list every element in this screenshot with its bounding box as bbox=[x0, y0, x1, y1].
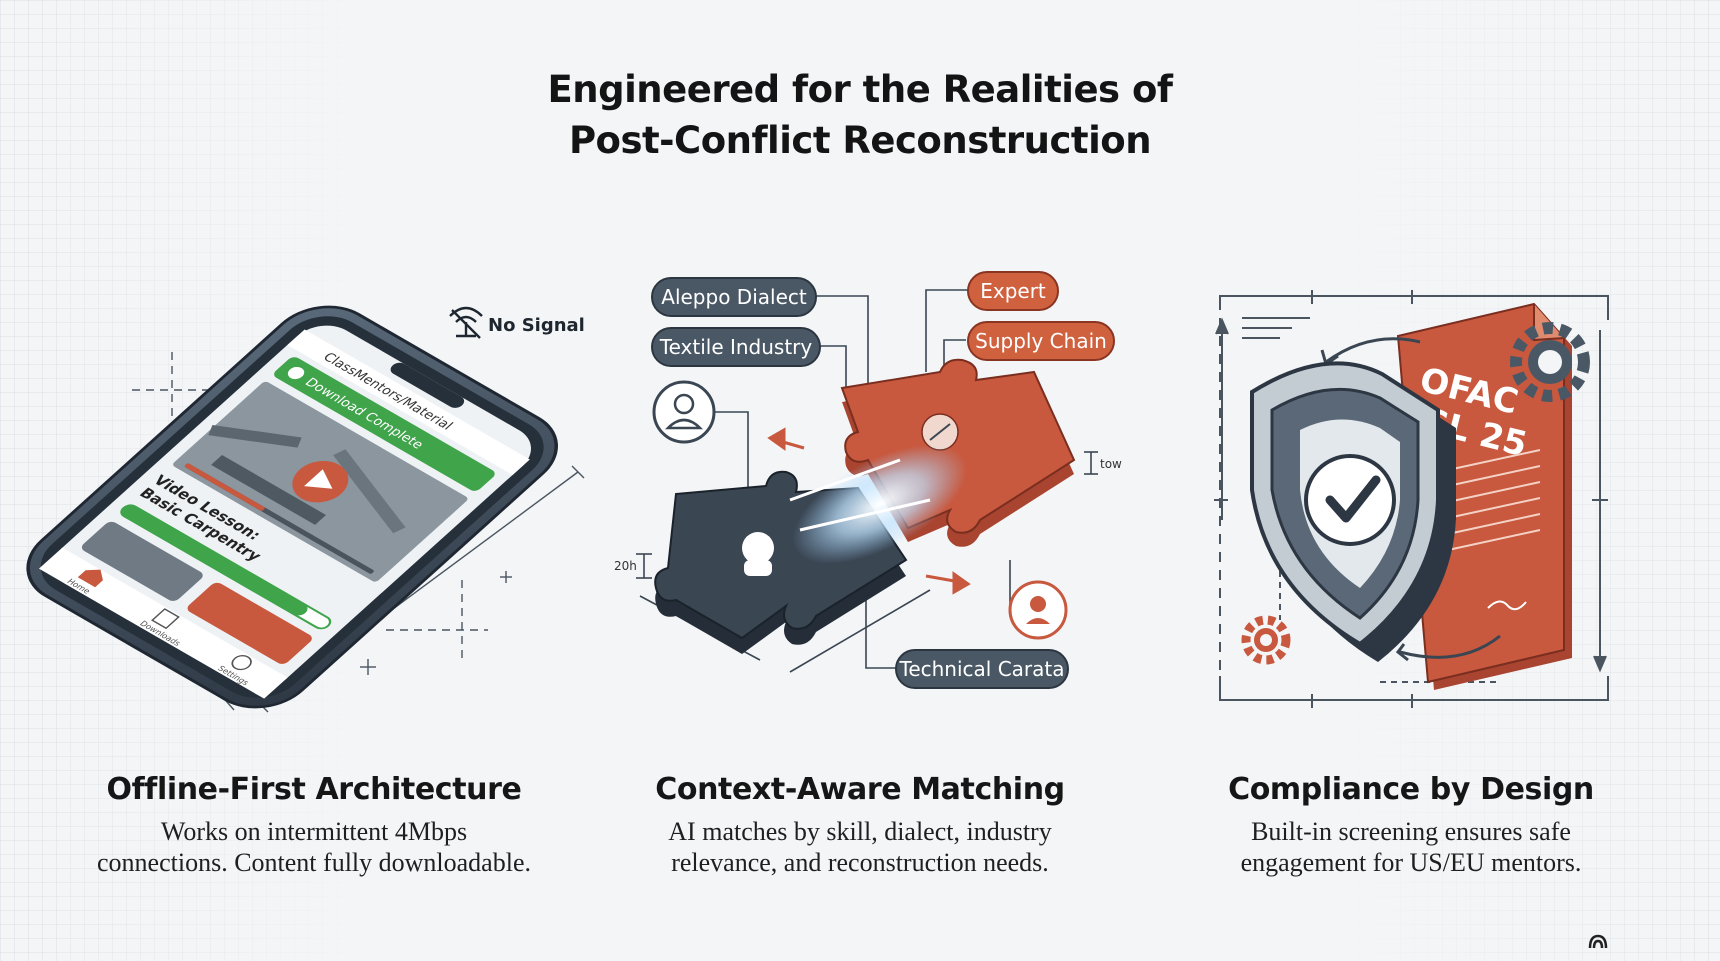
feature-compliance: Compliance by Design Built-in screening … bbox=[1131, 770, 1691, 878]
svg-text:Textile Industry: Textile Industry bbox=[659, 335, 813, 359]
feature-matching-heading: Context-Aware Matching bbox=[655, 772, 1065, 807]
tag-aleppo-dialect: Aleppo Dialect bbox=[651, 277, 817, 317]
shield-icon bbox=[1250, 361, 1456, 662]
home-icon[interactable] bbox=[77, 565, 109, 588]
tag-expert: Expert bbox=[967, 271, 1059, 311]
dimension-right-label: tow bbox=[1100, 457, 1122, 471]
tag-supply-chain: Supply Chain bbox=[967, 321, 1115, 361]
feature-offline: Offline-First Architecture Works on inte… bbox=[34, 770, 594, 878]
no-signal-icon bbox=[449, 306, 483, 339]
page-title: Engineered for the Realities of Post-Con… bbox=[0, 64, 1720, 166]
ofac-document: OFAC GL 25 bbox=[1396, 302, 1572, 690]
check-icon bbox=[1325, 475, 1381, 523]
feature-compliance-line-1: Built-in screening ensures safe bbox=[1251, 817, 1571, 846]
settings-icon[interactable] bbox=[228, 653, 254, 672]
person-icon bbox=[652, 380, 716, 444]
gear-icon bbox=[1510, 322, 1590, 402]
downloads-icon[interactable] bbox=[151, 608, 180, 630]
matching-illustration: Aleppo Dialect Textile Industry Expert S… bbox=[614, 271, 1122, 689]
feature-matching-line-2: relevance, and reconstruction needs. bbox=[671, 848, 1049, 877]
feature-compliance-heading: Compliance by Design bbox=[1228, 772, 1594, 807]
feature-compliance-line-2: engagement for US/EU mentors. bbox=[1240, 848, 1582, 877]
phone-illustration: ClassMentors/Material Download Complete … bbox=[26, 305, 585, 713]
watermark-icon bbox=[1588, 934, 1608, 949]
feature-offline-line-2: connections. Content fully downloadable. bbox=[97, 848, 531, 877]
svg-text:Technical Carata: Technical Carata bbox=[899, 657, 1065, 681]
feature-matching-line-1: AI matches by skill, dialect, industry bbox=[668, 817, 1052, 846]
feature-offline-line-1: Works on intermittent 4Mbps bbox=[160, 817, 468, 846]
title-line-2: Post-Conflict Reconstruction bbox=[568, 119, 1152, 162]
svg-text:Aleppo Dialect: Aleppo Dialect bbox=[661, 285, 807, 309]
feature-matching: Context-Aware Matching AI matches by ski… bbox=[580, 770, 1140, 878]
worker-icon bbox=[1008, 580, 1068, 640]
title-line-1: Engineered for the Realities of bbox=[547, 68, 1173, 111]
download-progress bbox=[121, 505, 308, 616]
compliance-illustration: OFAC GL 25 bbox=[1214, 290, 1609, 708]
download-banner bbox=[274, 357, 495, 491]
tag-textile-industry: Textile Industry bbox=[651, 327, 821, 367]
dimension-left-label: 20h bbox=[614, 559, 637, 573]
feature-compliance-description: Built-in screening ensures safe engageme… bbox=[1131, 816, 1691, 878]
svg-text:Supply Chain: Supply Chain bbox=[975, 329, 1107, 353]
small-gear-icon bbox=[1241, 615, 1291, 665]
feature-offline-heading: Offline-First Architecture bbox=[106, 772, 522, 807]
feature-offline-description: Works on intermittent 4Mbps connections.… bbox=[34, 816, 594, 878]
tag-technical: Technical Carata bbox=[895, 649, 1069, 689]
feature-matching-description: AI matches by skill, dialect, industry r… bbox=[580, 816, 1140, 878]
no-signal-label: No Signal bbox=[488, 315, 585, 336]
play-icon bbox=[304, 469, 333, 489]
svg-text:Expert: Expert bbox=[980, 279, 1046, 303]
